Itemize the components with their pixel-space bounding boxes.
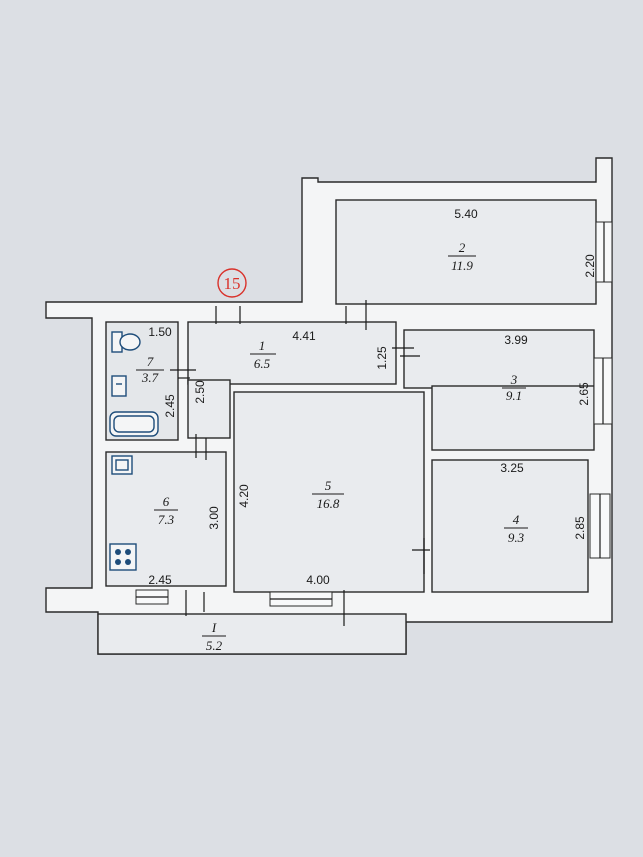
dimension-label: 1.25: [375, 346, 389, 370]
room-label-5: 5 16.8: [312, 478, 344, 511]
bathtub-icon: [109, 411, 159, 437]
door-marks: [170, 300, 430, 626]
dimension-label: 2.50: [193, 380, 207, 404]
apartment-badge: 15: [217, 268, 247, 298]
dimension-label: 3.25: [500, 461, 524, 475]
room-label-1: 1 6.5: [250, 338, 276, 371]
room-3-bottom: [431, 385, 595, 451]
dimension-label: 4.00: [306, 573, 330, 587]
room-area: 5.2: [206, 638, 223, 653]
dimension-label: 2.20: [583, 254, 597, 278]
room-number: 6: [163, 494, 170, 509]
room-5: [233, 391, 425, 593]
room-label-balcony: I 5.2: [202, 620, 226, 653]
stove-icon: [109, 543, 137, 571]
dimension-label: 2.45: [163, 394, 177, 418]
room-area: 3.7: [141, 370, 159, 385]
room-area: 9.1: [506, 388, 522, 403]
room-area: 11.9: [451, 258, 473, 273]
room-number: I: [211, 620, 217, 635]
room-number: 3: [510, 372, 518, 387]
room-label-6: 6 7.3: [154, 494, 178, 527]
room-label-7: 7 3.7: [136, 354, 164, 385]
dimension-label: 3.00: [207, 506, 221, 530]
dimension-label: 4.41: [292, 329, 316, 343]
room-label-4: 4 9.3: [504, 512, 528, 545]
room-3-top: [403, 329, 595, 389]
room-1-corner: [187, 379, 231, 439]
dimension-label: 2.65: [577, 382, 591, 406]
room-4: [431, 459, 589, 593]
toilet-icon: [111, 331, 141, 353]
room-number: 5: [325, 478, 332, 493]
room-number: 1: [259, 338, 266, 353]
room-1: [187, 321, 397, 385]
room-number: 7: [147, 354, 154, 369]
dimension-label: 4.20: [237, 484, 251, 508]
dimension-label: 1.50: [148, 325, 172, 339]
room-number: 4: [513, 512, 520, 527]
room-2: [335, 199, 597, 305]
balcony: [97, 613, 407, 655]
room-area: 6.5: [254, 356, 271, 371]
dimension-label: 2.85: [573, 516, 587, 540]
kitchen-sink-icon: [111, 455, 133, 475]
dimension-label: 2.45: [148, 573, 172, 587]
room-label-2: 2 11.9: [448, 240, 476, 273]
room-number: 2: [459, 240, 466, 255]
badge-number: 15: [224, 274, 241, 293]
room-label-3: 3 9.1: [502, 372, 526, 403]
dimension-label: 5.40: [454, 207, 478, 221]
dimension-label: 3.99: [504, 333, 528, 347]
room-area: 16.8: [317, 496, 340, 511]
room-area: 7.3: [158, 512, 175, 527]
room-area: 9.3: [508, 530, 525, 545]
sink-icon: [111, 375, 127, 397]
